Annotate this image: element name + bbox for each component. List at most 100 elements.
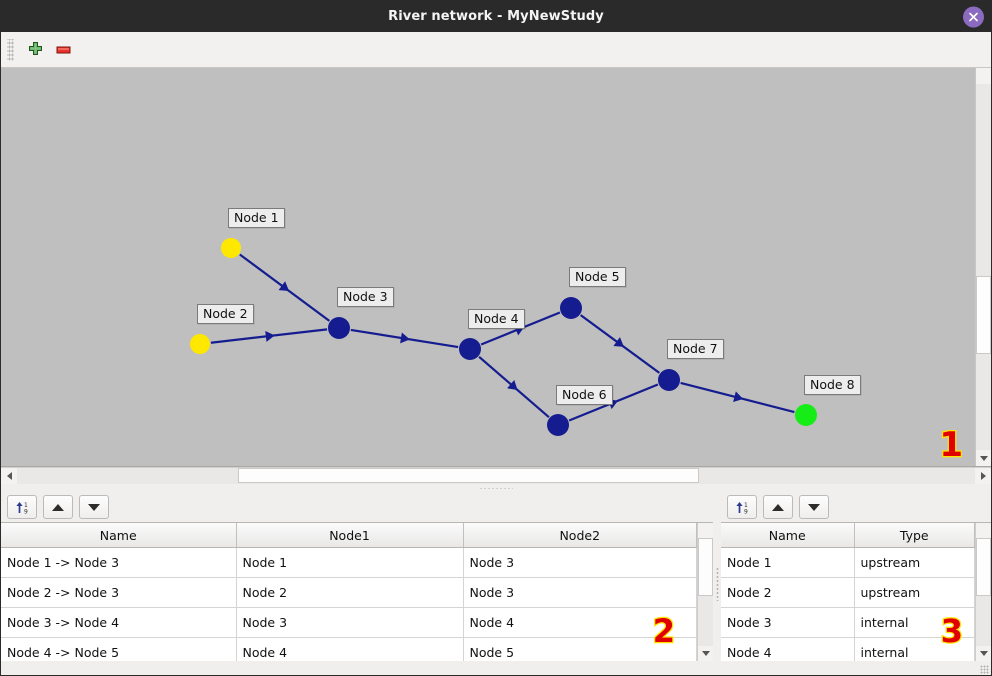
reaches-vscroll-thumb[interactable] [698, 538, 713, 596]
network-graph-canvas[interactable]: Node 1 Node 2 Node 3 Node 4 Node 5 Node 6 Node… [1, 68, 991, 467]
table-cell[interactable]: upstream [854, 577, 975, 608]
graph-node-label-node-4[interactable]: Node 4 [468, 309, 525, 330]
toolbar-drag-handle[interactable] [7, 38, 14, 61]
table-cell[interactable]: Node 1 [236, 547, 464, 578]
reaches-sort-button[interactable]: 1 9 [7, 495, 37, 519]
nodes-pane-footer [721, 661, 991, 675]
nodes-sort-button[interactable]: 1 9 [727, 495, 757, 519]
graph-node-label-node-6[interactable]: Node 6 [556, 385, 613, 406]
column-header-name[interactable]: Name [721, 523, 855, 548]
graph-vertical-scrollbar[interactable] [975, 68, 991, 466]
resize-grip-icon[interactable] [980, 665, 989, 674]
edge-arrow-icon [613, 337, 624, 347]
reaches-vertical-scrollbar[interactable] [697, 523, 713, 661]
graph-horizontal-scrollbar[interactable] [1, 467, 991, 484]
table-cell[interactable]: internal [854, 637, 975, 661]
table-cell[interactable]: Node 2 [721, 577, 855, 608]
table-cell[interactable]: Node 3 -> Node 4 [1, 607, 237, 638]
window-title: River network - MyNewStudy [388, 9, 604, 24]
graph-scroll-up-button[interactable] [976, 68, 991, 84]
chevron-right-icon [980, 471, 986, 480]
nodes-move-up-button[interactable] [763, 495, 793, 519]
nodes-move-down-button[interactable] [799, 495, 829, 519]
add-icon [28, 42, 42, 55]
table-cell[interactable]: Node 1 [721, 547, 855, 578]
table-cell[interactable]: Node 3 [236, 607, 464, 638]
reaches-move-up-button[interactable] [43, 495, 73, 519]
graph-scroll-down-button[interactable] [976, 450, 991, 466]
network-graph [190, 238, 817, 436]
horizontal-splitter[interactable] [1, 484, 991, 492]
graph-node-label-node-1[interactable]: Node 1 [228, 208, 285, 229]
graph-node-label-node-5[interactable]: Node 5 [569, 267, 626, 288]
reaches-toolbar: 1 9 [1, 492, 713, 522]
table-cell[interactable]: Node 3 [463, 547, 697, 578]
column-header-name[interactable]: Name [1, 523, 237, 548]
remove-node-button[interactable] [49, 36, 77, 64]
sort-ascending-icon: 1 9 [15, 501, 28, 515]
table-cell[interactable]: internal [854, 607, 975, 638]
graph-hscroll-thumb[interactable] [238, 468, 699, 483]
column-header-node1[interactable]: Node1 [236, 523, 464, 548]
table-cell[interactable]: Node 4 [236, 637, 464, 661]
graph-node-label-node-8[interactable]: Node 8 [804, 375, 861, 396]
graph-node-node-3[interactable] [328, 317, 350, 339]
reaches-move-down-button[interactable] [79, 495, 109, 519]
close-button[interactable] [963, 6, 984, 27]
graph-node-node-4[interactable] [459, 338, 481, 360]
reaches-scroll-down-button[interactable] [698, 646, 713, 661]
vertical-splitter[interactable] [713, 492, 721, 675]
table-cell[interactable]: Node 4 [463, 607, 697, 638]
table-cell[interactable]: upstream [854, 547, 975, 578]
table-cell[interactable]: Node 3 [463, 577, 697, 608]
graph-scroll-right-button[interactable] [975, 468, 991, 483]
graph-node-label-node-3[interactable]: Node 3 [337, 287, 394, 308]
edge-arrow-icon [733, 391, 744, 403]
table-cell[interactable]: Node 3 [721, 607, 855, 638]
add-node-button[interactable] [21, 36, 49, 64]
nodes-vertical-scrollbar[interactable] [975, 523, 991, 661]
nodes-toolbar: 1 9 [721, 492, 991, 522]
column-header-node2[interactable]: Node2 [463, 523, 697, 548]
nodes-vscroll-thumb[interactable] [976, 538, 991, 596]
graph-scroll-left-button[interactable] [1, 468, 17, 483]
graph-node-node-8[interactable] [795, 404, 817, 426]
graph-vscroll-thumb[interactable] [976, 276, 991, 354]
graph-node-label-node-7[interactable]: Node 7 [667, 339, 724, 360]
graph-vscroll-track[interactable] [976, 84, 991, 450]
graph-node-label-node-2[interactable]: Node 2 [197, 304, 254, 325]
graph-node-node-7[interactable] [658, 369, 680, 391]
table-cell[interactable]: Node 2 -> Node 3 [1, 577, 237, 608]
table-cell[interactable]: Node 1 -> Node 3 [1, 547, 237, 578]
graph-node-node-5[interactable] [560, 297, 582, 319]
nodes-scroll-down-button[interactable] [976, 646, 991, 661]
table-cell[interactable]: Node 5 [463, 637, 697, 661]
graph-node-node-2[interactable] [190, 334, 210, 354]
table-cell[interactable]: Node 2 [236, 577, 464, 608]
nodes-scroll-up-button[interactable] [976, 523, 991, 538]
reaches-scroll-up-button[interactable] [698, 523, 713, 538]
table-cell[interactable]: Node 4 [721, 637, 855, 661]
graph-node-node-1[interactable] [221, 238, 241, 258]
table-cell[interactable]: Node 4 -> Node 5 [1, 637, 237, 661]
graph-node-node-6[interactable] [547, 414, 569, 436]
splitter-grip-icon [715, 566, 719, 601]
move-up-icon [772, 503, 784, 511]
column-header-type[interactable]: Type [854, 523, 975, 548]
